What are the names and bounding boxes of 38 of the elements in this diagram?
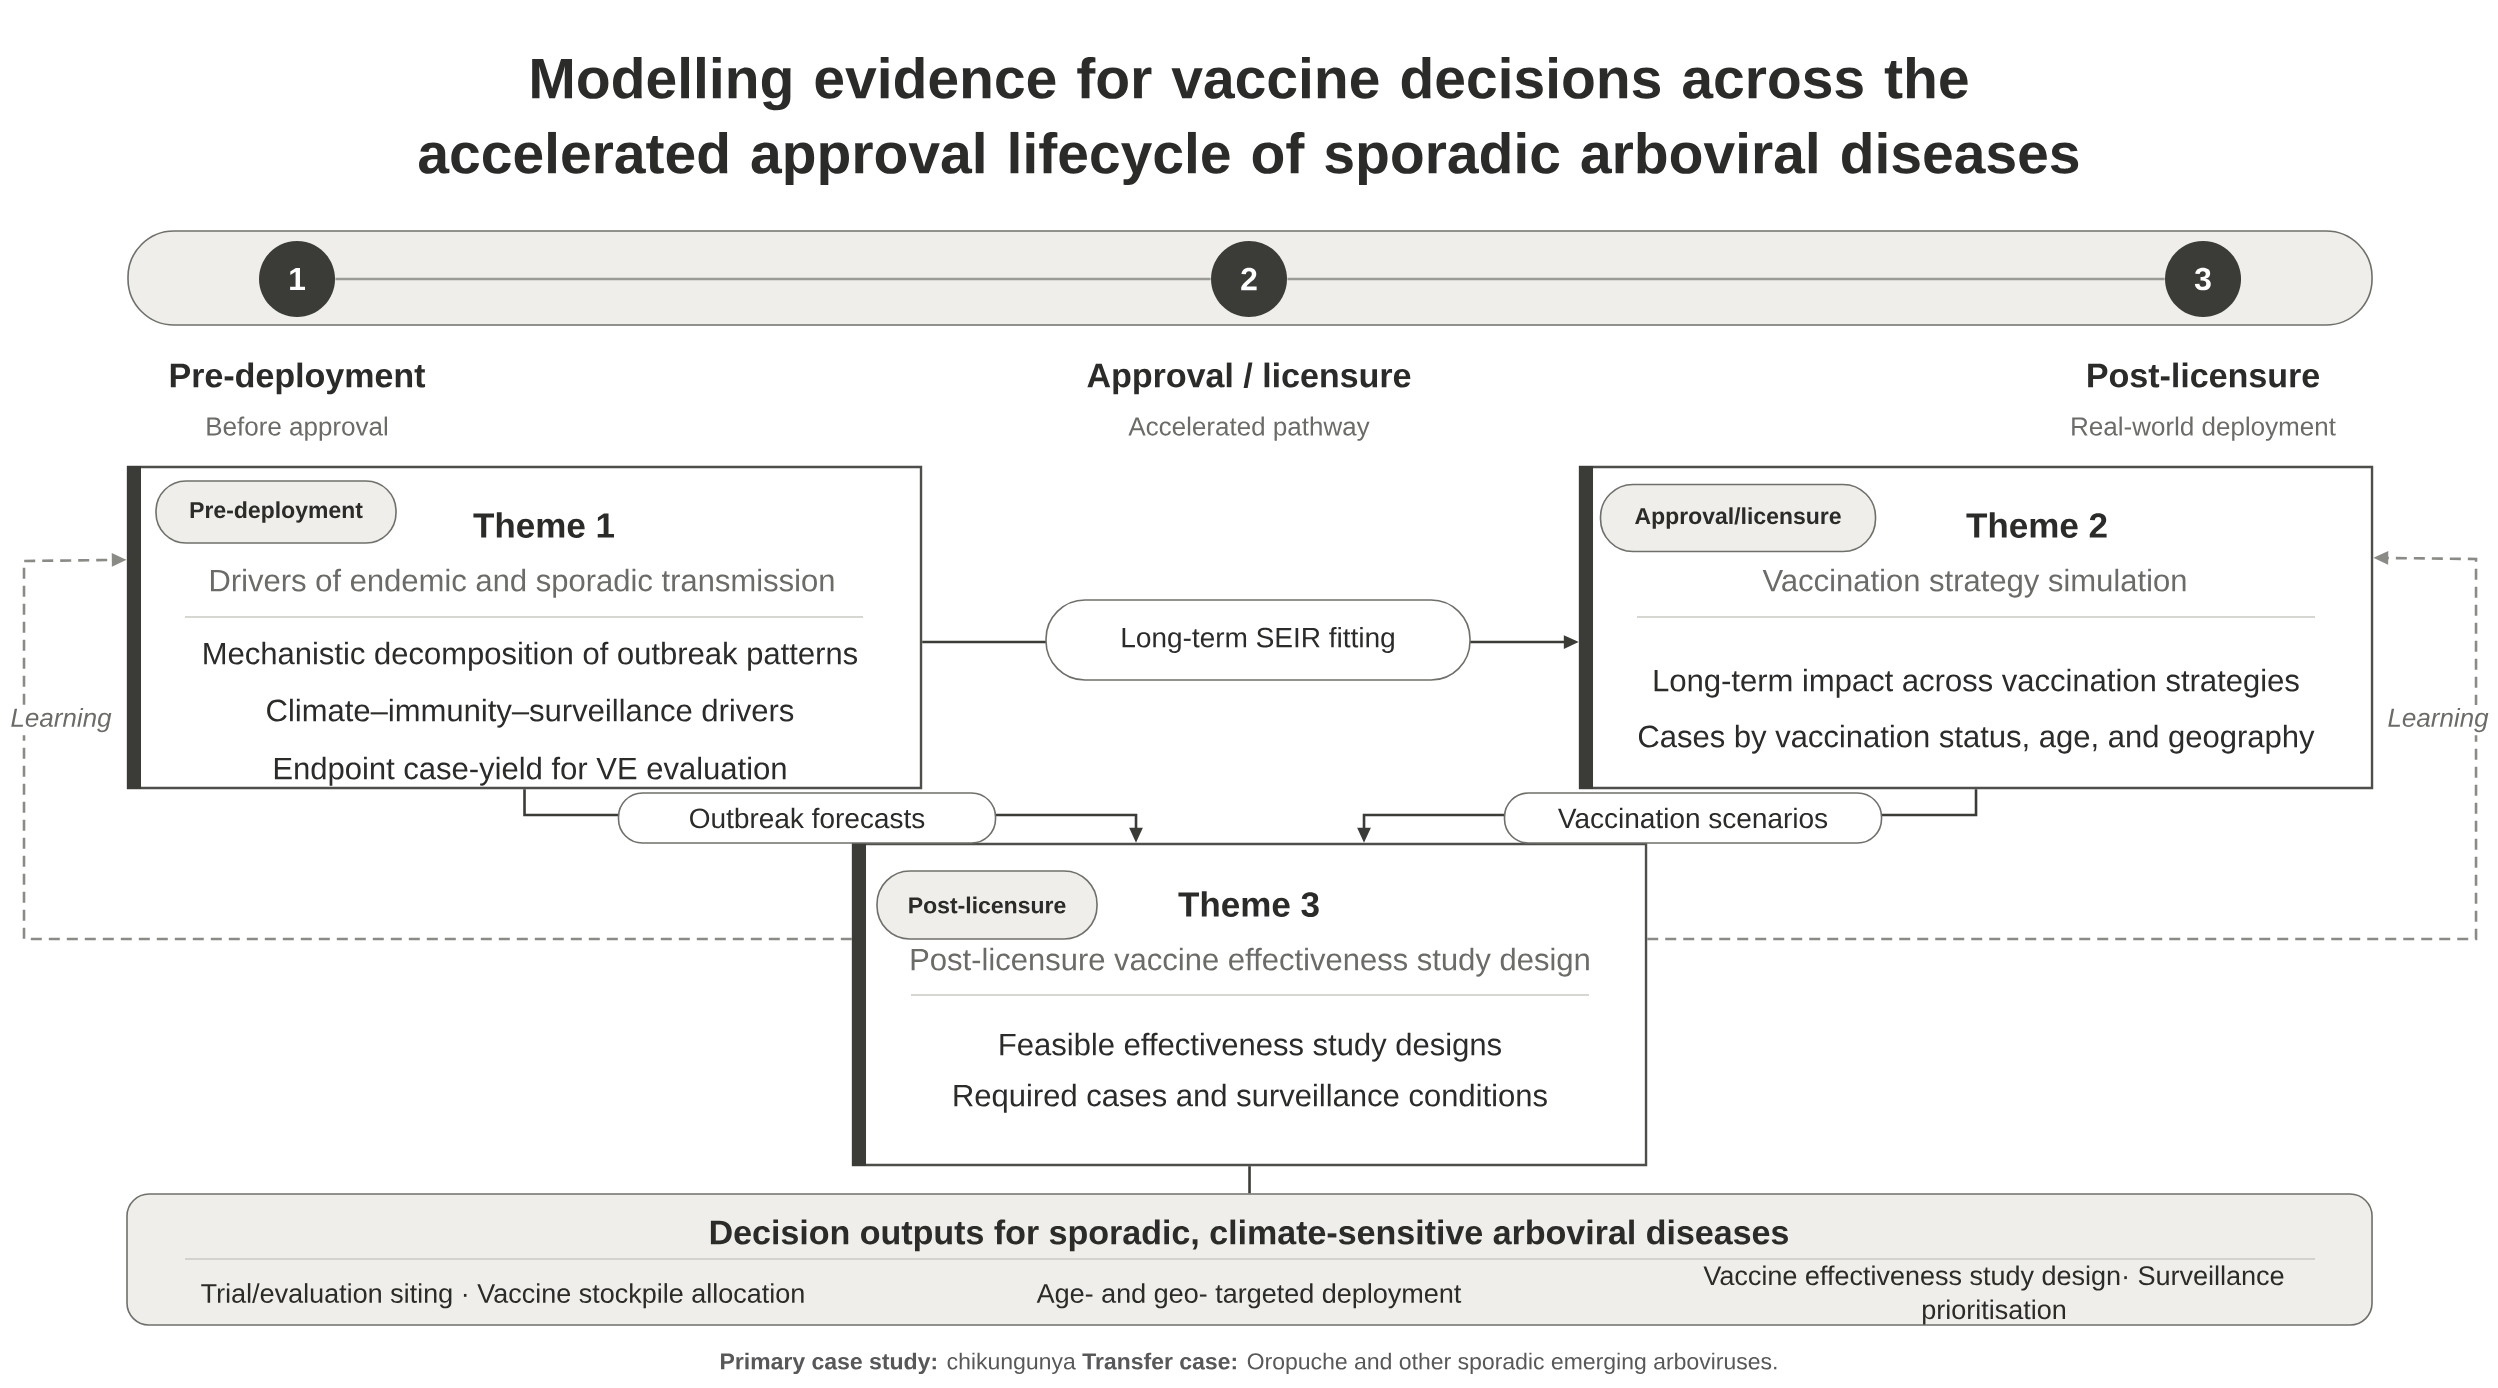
phase-tag: Pre-deployment [155, 480, 397, 544]
output-item: Trial/evaluation siting · Vaccine stockpile allocation [201, 1283, 804, 1309]
edge-label: Outbreak forecasts [617, 792, 997, 844]
phase-heading: Approval / licensure [1087, 362, 1411, 395]
theme-subtitle: Vaccination strategy simulation [1762, 568, 2186, 598]
edge-label: Learning [7, 704, 115, 736]
theme-heading: Theme 1 [473, 512, 614, 538]
phase-heading: Pre-deployment [170, 362, 426, 395]
theme-subtitle: Drivers of endemic and sporadic transmission [211, 568, 834, 598]
output-item: Vaccine effectiveness study design· Surveillance prioritisation [1703, 1265, 2284, 1325]
theme-heading: Theme 3 [1178, 891, 1319, 917]
dashed-arrow [1647, 551, 2478, 941]
edge-label: Learning [2384, 704, 2492, 736]
edge-label: Vaccination scenarios [1503, 792, 1883, 844]
theme-item: Cases by vaccination status, age, and geography [1638, 724, 2315, 754]
phase-heading: Post-licensure [2088, 362, 2319, 388]
theme-item: Required cases and surveillance conditions [954, 1083, 1547, 1113]
theme-subtitle: Post-licensure vaccine effectiveness study design [911, 947, 1589, 977]
phase-tag: Post-licensure [876, 870, 1098, 940]
theme-item: Long-term impact across vaccination strategies [1654, 668, 2299, 698]
connector-line [1248, 1166, 1251, 1194]
dashed-arrow [22, 553, 852, 941]
caption: Primary case study: chikungunya Transfer case: Oropuche and other sporadic emerging arboviruses. [721, 1352, 1777, 1375]
output-item: Age- and geo- targeted deployment [1036, 1283, 1462, 1309]
edge-label: Long-term SEIR fitting [1045, 599, 1471, 681]
theme-item: Feasible effectiveness study designs [1000, 1032, 1501, 1062]
phase-tag: Approval/licensure [1599, 483, 1877, 553]
theme-item: Endpoint case-yield for VE evaluation [274, 756, 786, 786]
phase-subtitle: Before approval [207, 416, 387, 441]
connector-line [1287, 277, 2165, 281]
phase-subtitle: Accelerated pathway [1128, 416, 1370, 441]
theme-heading: Theme 2 [1966, 512, 2107, 538]
connector-line [335, 277, 1211, 281]
phase-subtitle: Real-world deployment [2072, 416, 2336, 441]
theme-item: Climate–immunity–surveillance drivers [267, 698, 794, 728]
title: Modelling evidence for vaccine decisions across the accelerated approval lifecycle of sporadic arboviral diseases [419, 56, 2079, 186]
theme-item: Mechanistic decomposition of outbreak patterns [204, 641, 858, 671]
panel-heading: Decision outputs for sporadic, climate-sensitive arboviral diseases [710, 1219, 1788, 1252]
